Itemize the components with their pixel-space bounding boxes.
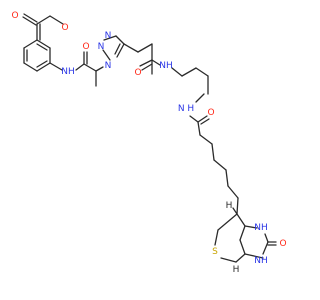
nitrogen-atom-label: N xyxy=(98,42,105,52)
bond xyxy=(23,13,38,23)
bond xyxy=(197,115,208,123)
bond xyxy=(103,35,117,41)
bond xyxy=(114,43,121,55)
bond xyxy=(123,43,139,53)
bond xyxy=(75,63,85,71)
bond xyxy=(22,16,37,26)
oxygen-atom-label: O xyxy=(134,68,141,78)
bond xyxy=(83,63,97,72)
bond xyxy=(102,49,111,61)
nitrogen-atom-label: NH xyxy=(61,67,75,77)
oxygen-atom-label: O xyxy=(11,11,18,21)
bond xyxy=(171,67,183,77)
bond xyxy=(213,159,227,171)
bond xyxy=(95,66,104,72)
nitrogen-atom-label: N xyxy=(105,31,112,41)
bond xyxy=(232,207,238,215)
bond xyxy=(195,93,205,103)
bond xyxy=(236,197,239,215)
oxygen-atom-label: O xyxy=(82,42,89,52)
nitrogen-atom-label: NH xyxy=(254,223,268,233)
bond xyxy=(199,134,213,145)
bond xyxy=(197,121,201,136)
nitrogen-atom-label: N xyxy=(105,61,112,71)
bond xyxy=(217,213,238,231)
bond xyxy=(36,62,51,72)
nitrogen-atom-label: NH xyxy=(254,256,268,266)
hydrogen-atom-label: H xyxy=(226,201,233,211)
sulfur-atom-label: S xyxy=(212,247,218,257)
oxygen-atom-label: O xyxy=(61,23,68,33)
structural-formula: O O NH O N N N O NH N H O S NH NH O H H xyxy=(11,11,286,275)
nitrogen-atom-label: N H xyxy=(178,104,194,114)
bond xyxy=(151,59,161,66)
bond xyxy=(116,43,125,58)
bond xyxy=(137,43,153,53)
bond xyxy=(23,62,38,72)
bond xyxy=(195,67,209,77)
bond xyxy=(141,63,153,71)
bond xyxy=(235,253,246,263)
bond xyxy=(225,169,229,187)
bond xyxy=(49,15,64,25)
bond xyxy=(36,15,51,25)
oxygen-atom-label: O xyxy=(279,239,286,249)
bond xyxy=(49,62,63,71)
bond xyxy=(189,115,199,123)
bond xyxy=(227,185,239,199)
oxygen-atom-label: O xyxy=(207,108,214,118)
bond xyxy=(211,143,215,161)
bond xyxy=(23,39,38,49)
bond xyxy=(115,35,125,45)
bond xyxy=(262,241,269,255)
bond xyxy=(244,253,264,259)
bond xyxy=(36,43,48,51)
bond xyxy=(139,59,153,67)
molecule-canvas: O O NH O N N N O NH N H O S NH NH O H H xyxy=(11,11,287,275)
bond xyxy=(239,225,246,241)
bond xyxy=(236,213,246,227)
bonds xyxy=(22,13,277,263)
bond xyxy=(244,225,258,229)
nitrogen-atom-label: NH xyxy=(159,61,173,71)
bond xyxy=(36,39,51,49)
bond xyxy=(214,229,219,246)
bond xyxy=(220,257,237,263)
bond xyxy=(181,67,197,77)
bond xyxy=(264,233,269,243)
atoms: O O NH O N N N O NH N H O S NH NH O H H xyxy=(11,11,286,275)
bond xyxy=(200,118,210,125)
hydrogen-atom-label: H xyxy=(233,265,240,275)
bond xyxy=(239,239,246,255)
bond xyxy=(36,60,48,68)
